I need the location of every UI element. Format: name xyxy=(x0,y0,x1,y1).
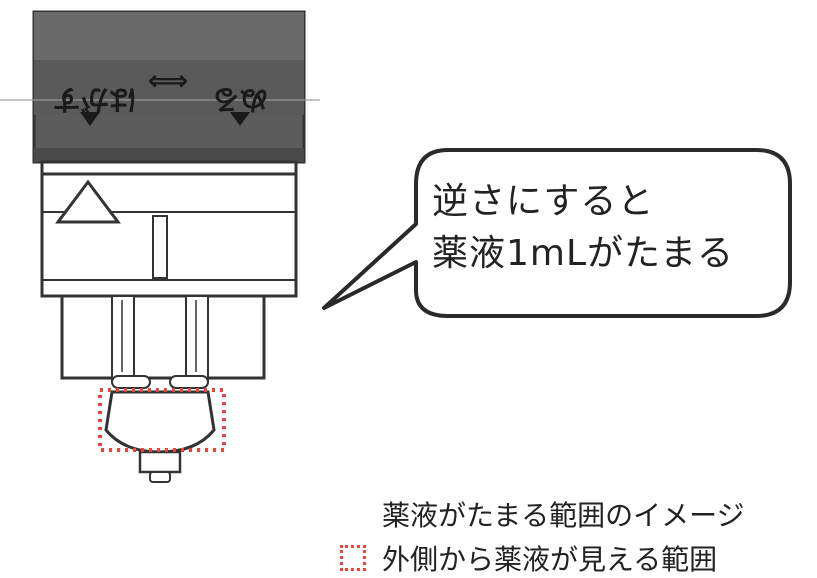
collar xyxy=(40,160,298,298)
cap-right-label: ぬる xyxy=(212,83,268,116)
cap-left-label: はがす xyxy=(53,83,137,116)
legend-label-2: 外側から薬液が見える範囲 xyxy=(382,543,718,576)
open-triangle-icon xyxy=(55,179,121,224)
speech-bubble xyxy=(322,148,792,318)
legend-item-2: 外側から薬液が見える範囲 xyxy=(340,538,717,578)
legend-item-1: 薬液がたまる範囲のイメージ xyxy=(340,494,745,534)
callout-text: 逆さにすると 薬液1mLがたまる xyxy=(432,176,734,280)
cap: はがす ⟺ ぬる xyxy=(0,10,320,164)
callout-line-2: 薬液1mLがたまる xyxy=(432,233,734,274)
legend-label-1: 薬液がたまる範囲のイメージ xyxy=(382,499,745,532)
left-marker-icon xyxy=(80,112,100,126)
visible-range-box xyxy=(98,388,226,452)
dropper-tip xyxy=(104,390,216,483)
right-marker-icon xyxy=(230,112,250,126)
lower-body xyxy=(60,294,266,389)
legend-swatch-dotted xyxy=(340,545,366,571)
cap-arrow-icon: ⟺ xyxy=(148,64,188,97)
legend-swatch-blank xyxy=(340,501,366,527)
callout-line-1: 逆さにすると xyxy=(432,181,655,222)
